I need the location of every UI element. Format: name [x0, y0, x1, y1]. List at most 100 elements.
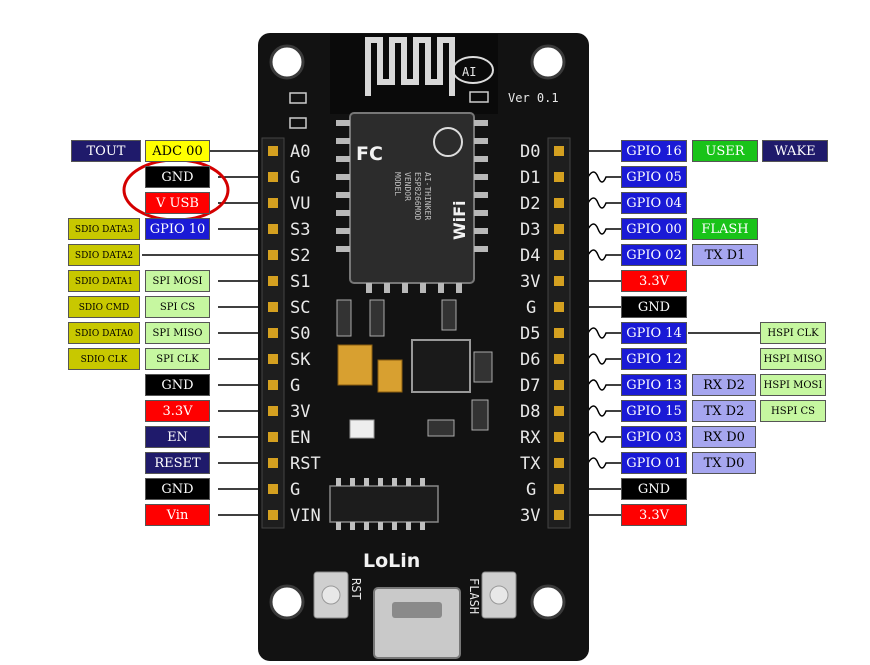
- pin-vin: VIN: [290, 506, 321, 526]
- flash-button-label: FLASH: [467, 578, 481, 614]
- label-vin: Vin: [145, 504, 210, 526]
- label-hspi-cs: HSPI CS: [760, 400, 826, 422]
- pin-rx: RX: [520, 428, 541, 448]
- rst-button-cap-icon: [321, 585, 341, 605]
- pin-vu: VU: [290, 194, 310, 214]
- pin-d6: D6: [520, 350, 540, 370]
- label-sdio-data1: SDIO DATA1: [68, 270, 140, 292]
- module-line-4: AI-THINKER: [423, 172, 432, 220]
- pin-d8: D8: [520, 402, 540, 422]
- module-castellations: [336, 120, 488, 293]
- led-pad-icon: [289, 117, 307, 129]
- label-sdio-data2: SDIO DATA2: [68, 244, 140, 266]
- label-sdio-cmd: SDIO CMD: [68, 296, 140, 318]
- chip-legs: [336, 478, 425, 530]
- pin-d0: D0: [520, 142, 540, 162]
- pin-g: G: [526, 480, 536, 500]
- label-gpio03: GPIO 03: [621, 426, 687, 448]
- module-text-block: MODEL VENDOR ESP8266MOD AI-THINKER: [393, 172, 432, 220]
- label-gpio16: GPIO 16: [621, 140, 687, 162]
- label-hspi-clk: HSPI CLK: [760, 322, 826, 344]
- pin-sc: SC: [290, 298, 310, 318]
- pin-a0: A0: [290, 142, 310, 162]
- header-pins: [268, 146, 564, 520]
- label-gpio02: GPIO 02: [621, 244, 687, 266]
- pin-d1: D1: [520, 168, 540, 188]
- pin-d7: D7: [520, 376, 540, 396]
- label-txd1: TX D1: [692, 244, 758, 266]
- label-sdio-clk: SDIO CLK: [68, 348, 140, 370]
- label-gnd: GND: [145, 374, 210, 396]
- label-gnd: GND: [145, 478, 210, 500]
- label-gnd: GND: [145, 166, 210, 188]
- pin-tx: TX: [520, 454, 541, 474]
- pin-3v: 3V: [520, 506, 540, 526]
- right-connector-lines: [568, 150, 760, 516]
- label-3v3: 3.3V: [621, 504, 687, 526]
- pin-s1: S1: [290, 272, 310, 292]
- smd-pad-icon: [469, 91, 489, 103]
- pin-3v: 3V: [520, 272, 540, 292]
- ai-logo-text: AI: [462, 65, 476, 79]
- label-3v3: 3.3V: [145, 400, 210, 422]
- label-txd0: TX D0: [692, 452, 756, 474]
- pin-g: G: [290, 168, 300, 188]
- label-spi-mosi: SPI MOSI: [145, 270, 210, 292]
- smd-components: [336, 299, 493, 439]
- label-rxd0: RX D0: [692, 426, 756, 448]
- label-tout: TOUT: [71, 140, 141, 162]
- pin-g: G: [526, 298, 536, 318]
- pin-d2: D2: [520, 194, 540, 214]
- label-gpio12: GPIO 12: [621, 348, 687, 370]
- pin-s3: S3: [290, 220, 310, 240]
- usb-port-icon: [392, 602, 442, 618]
- pin-d5: D5: [520, 324, 540, 344]
- label-gnd: GND: [621, 478, 687, 500]
- flash-button-cap-icon: [489, 585, 509, 605]
- mount-hole-top-left: [269, 44, 305, 80]
- board-brand: LoLin: [363, 550, 420, 572]
- label-adc00: ADC 00: [145, 140, 210, 162]
- label-spi-miso: SPI MISO: [145, 322, 210, 344]
- label-3v3: 3.3V: [621, 270, 687, 292]
- pin-d3: D3: [520, 220, 540, 240]
- label-gpio05: GPIO 05: [621, 166, 687, 188]
- pin-d4: D4: [520, 246, 540, 266]
- label-spi-cs: SPI CS: [145, 296, 210, 318]
- board-version: Ver 0.1: [508, 91, 559, 105]
- pin-rst: RST: [290, 454, 321, 474]
- label-hspi-miso: HSPI MISO: [760, 348, 826, 370]
- label-txd2: TX D2: [692, 400, 756, 422]
- label-gpio01: GPIO 01: [621, 452, 687, 474]
- label-vusb: V USB: [145, 192, 210, 214]
- ai-cloud-icon: [452, 56, 494, 84]
- rst-button-label: RST: [349, 578, 363, 600]
- label-flash: FLASH: [692, 218, 758, 240]
- label-gpio14: GPIO 14: [621, 322, 687, 344]
- mount-hole-top-right: [530, 44, 566, 80]
- label-gpio04: GPIO 04: [621, 192, 687, 214]
- mount-hole-bottom-right: [530, 584, 566, 620]
- label-spi-clk: SPI CLK: [145, 348, 210, 370]
- pin-sk: SK: [290, 350, 311, 370]
- ai-thinker-logo-icon: [433, 127, 463, 157]
- module-line-3: ESP8266MOD: [413, 172, 422, 220]
- fc-mark: FC: [356, 143, 383, 165]
- label-gpio10: GPIO 10: [145, 218, 210, 240]
- micro-usb-connector: [373, 587, 461, 659]
- label-sdio-data0: SDIO DATA0: [68, 322, 140, 344]
- pin-s2: S2: [290, 246, 310, 266]
- pin-g: G: [290, 480, 300, 500]
- mount-hole-bottom-left: [269, 584, 305, 620]
- pin-en: EN: [290, 428, 310, 448]
- led-pad-icon: [289, 92, 307, 104]
- left-pin-names: A0 G VU S3 S2 S1 SC S0 SK G 3V EN RST G …: [290, 142, 321, 526]
- label-user: USER: [692, 140, 758, 162]
- pin-s0: S0: [290, 324, 310, 344]
- label-hspi-mosi: HSPI MOSI: [760, 374, 826, 396]
- label-en: EN: [145, 426, 210, 448]
- antenna-trace-icon: [365, 37, 455, 96]
- wifi-mark: WiFi: [450, 200, 469, 240]
